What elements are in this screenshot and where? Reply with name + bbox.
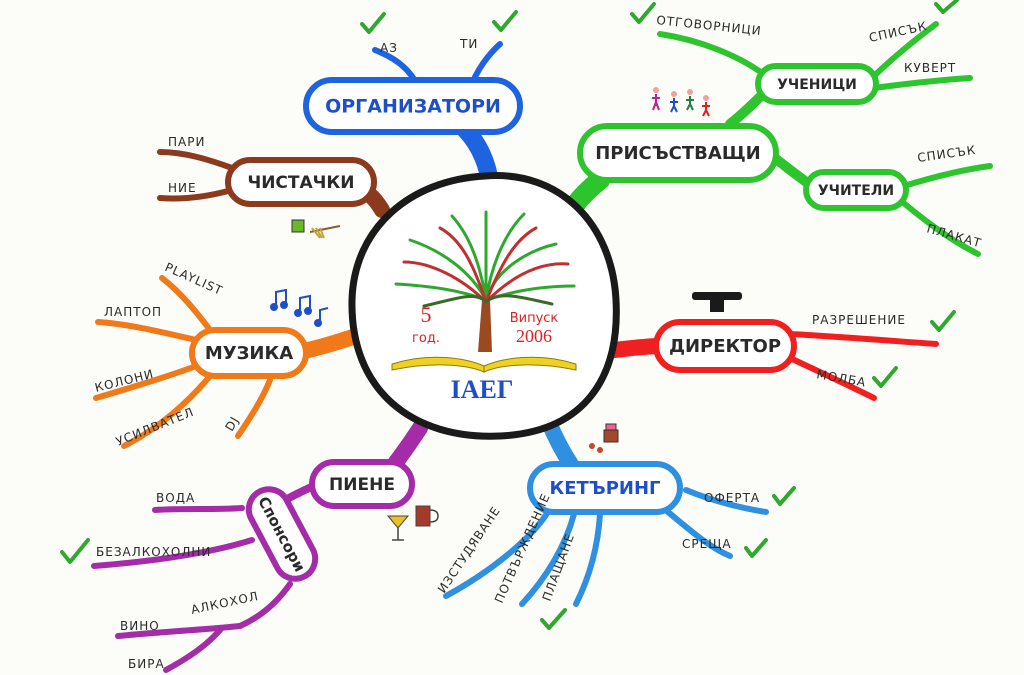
leaf-plakat: ПЛАКАТ: [925, 221, 983, 250]
node-uchenitsi: УЧЕНИЦИ: [777, 77, 857, 93]
leaf-voda: ВОДА: [156, 491, 195, 505]
people-icon: [652, 87, 710, 117]
node-box-sponsori: [245, 486, 319, 582]
book-icon: [391, 356, 577, 373]
center-years-label: год.: [412, 331, 440, 346]
leaf-pari: ПАРИ: [168, 135, 205, 149]
leaf-bira: БИРА: [128, 657, 165, 671]
check-icon: [60, 538, 90, 564]
branch-muzika: МУЗИКА PLAYLIST ЛАПТОП КОЛОНИ УСИЛВАТЕЛ …: [93, 260, 364, 449]
leaf-playlist: PLAYLIST: [163, 260, 225, 298]
leaf-laptop: ЛАПТОП: [104, 305, 162, 319]
check-icon: [630, 2, 656, 24]
node-muzika: МУЗИКА: [205, 343, 293, 364]
leaf-az: АЗ: [380, 41, 398, 55]
node-box-muzika: [189, 327, 309, 379]
cake-icon: [589, 423, 619, 453]
branch-organizatori: ОРГАНИЗАТОРИ АЗ ТИ: [303, 10, 523, 181]
leaf-kuvert: КУВЕРТ: [904, 61, 956, 75]
node-box-chistachki: [225, 157, 377, 207]
leaf-nie: НИЕ: [168, 181, 197, 195]
leaf-bezalkoholni: БЕЗАЛКОХОЛНИ: [96, 545, 211, 559]
node-box-uchiteli: [803, 169, 909, 211]
node-uchiteli: УЧИТЕЛИ: [818, 183, 894, 199]
hat-icon: [692, 292, 742, 312]
node-chistachki: ЧИСТАЧКИ: [247, 173, 354, 193]
check-icon: [540, 608, 567, 630]
check-icon: [744, 538, 768, 558]
leaf-oferta: ОФЕРТА: [704, 491, 760, 505]
branch-ketaring: КЕТЪРИНГ ИЗСТУДЯВАНЕ ПОТВЪРЖДЕНИЕ ПЛАЩАН…: [435, 412, 796, 630]
node-prisastvashti: ПРИСЪСТВАЩИ: [595, 143, 761, 164]
branch-piene: ПИЕНЕ Спонсори ВОДА БЕЗАЛКОХОЛНИ АЛКОХОЛ…: [60, 420, 439, 673]
node-box-ketaring: [527, 461, 683, 515]
bucket-broom-icon: [291, 219, 341, 239]
check-icon: [930, 310, 956, 332]
branch-chistachki: ЧИСТАЧКИ ПАРИ НИЕ: [157, 135, 390, 239]
center-class-line1: Випуск: [510, 311, 559, 326]
node-ketaring: КЕТЪРИНГ: [550, 478, 661, 499]
leaf-vino: ВИНО: [120, 619, 160, 633]
node-box-organizatori: [303, 77, 523, 135]
node-box-uchenitsi: [755, 63, 879, 105]
leaf-spisak-uchenitsi: СПИСЪК: [868, 19, 929, 45]
tree-icon: [394, 210, 576, 352]
node-piene: ПИЕНЕ: [329, 475, 395, 495]
beer-mug-icon: [415, 505, 439, 527]
check-icon: [360, 12, 386, 34]
branch-direktor: ДИРЕКТОР РАЗРЕШЕНИЕ МОЛБА: [606, 292, 956, 401]
leaf-dj: DJ: [222, 414, 242, 434]
check-icon: [772, 486, 796, 506]
node-box-prisastvashti: [577, 123, 779, 183]
leaf-alkohol: АЛКОХОЛ: [190, 589, 260, 617]
leaf-usilvatel: УСИЛВАТЕЛ: [114, 405, 196, 449]
node-direktor: ДИРЕКТОР: [669, 336, 781, 357]
center-school: IАЕГ: [451, 375, 514, 404]
cocktail-glass-icon: [386, 515, 410, 541]
center-years: 5: [421, 302, 432, 327]
leaf-molba: МОЛБА: [815, 367, 867, 390]
check-icon: [934, 0, 959, 14]
leaf-plashtane: ПЛАЩАНЕ: [540, 531, 578, 603]
node-box-direktor: [653, 319, 797, 373]
branch-prisastvashti: ПРИСЪСТВАЩИ УЧЕНИЦИ УЧИТЕЛИ ОТГОВОРНИЦИ …: [550, 0, 993, 257]
check-icon: [492, 10, 518, 32]
node-organizatori: ОРГАНИЗАТОРИ: [325, 96, 501, 118]
leaf-razreshenie: РАЗРЕШЕНИЕ: [812, 313, 906, 327]
center-node: 5 год. Випуск 2006 IАЕГ: [348, 172, 620, 440]
leaf-ti: ТИ: [459, 37, 478, 51]
center-class-line2: 2006: [516, 326, 552, 346]
check-icon: [872, 366, 898, 388]
music-notes-icon: [270, 288, 329, 327]
node-box-piene: [309, 459, 415, 509]
leaf-sreshta: СРЕЩА: [682, 537, 732, 551]
leaf-spisak-uchiteli: СПИСЪК: [916, 143, 977, 165]
